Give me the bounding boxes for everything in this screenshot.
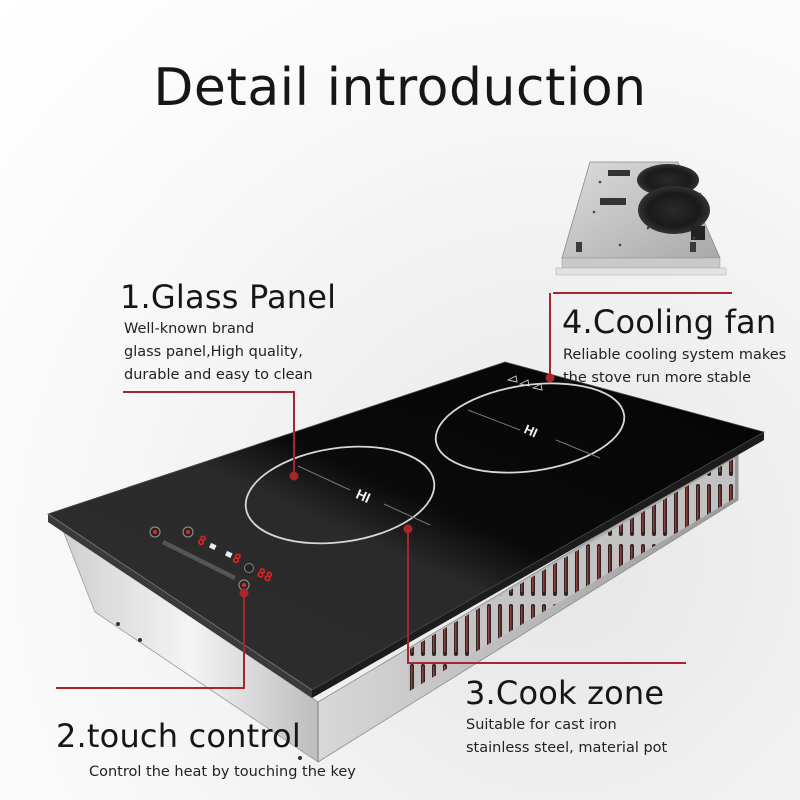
cook-zone-right (434, 382, 626, 474)
cook-zone-left (244, 445, 436, 545)
cooling-fan-inset-image (555, 161, 727, 276)
feature-cooling-fan-title: 4.Cooling fan (562, 303, 777, 341)
marker-glass-panel (289, 471, 299, 481)
feature-cook-zone-desc-line-1: Suitable for cast iron (466, 717, 617, 733)
zone-left-label: HI (354, 486, 373, 506)
feature-glass-panel-desc-line-1: Well-known brand (124, 321, 255, 337)
slider-bar (162, 540, 236, 580)
feature-cook-zone-title: 3.Cook zone (465, 674, 665, 712)
marker-touch-control (239, 588, 249, 598)
feature-touch-control-title: 2.touch control (56, 717, 301, 755)
marker-cooling-fan (545, 373, 555, 383)
leader-lines (56, 292, 732, 689)
feature-cooling-fan-desc-line-1: Reliable cooling system makes (563, 347, 787, 363)
page-title: Detail introduction (153, 58, 647, 118)
feature-glass-panel-desc-line-3: durable and easy to clean (124, 367, 313, 383)
feature-glass-panel-title: 1.Glass Panel (120, 278, 337, 316)
zone-right-label: HI (522, 421, 540, 440)
cooling-vents (408, 458, 735, 692)
feature-glass-panel-desc-line-2: glass panel,High quality, (124, 344, 303, 360)
timer-display: 88 (254, 566, 275, 586)
feature-cook-zone-desc-line-2: stainless steel, material pot (466, 740, 668, 756)
feature-cooling-fan-desc-line-2: the stove run more stable (563, 370, 752, 386)
marker-cook-zone (403, 524, 413, 534)
feature-touch-control-desc-line-1: Control the heat by touching the key (89, 764, 356, 780)
timer-button-icon (244, 563, 254, 573)
status-icons (506, 375, 543, 391)
